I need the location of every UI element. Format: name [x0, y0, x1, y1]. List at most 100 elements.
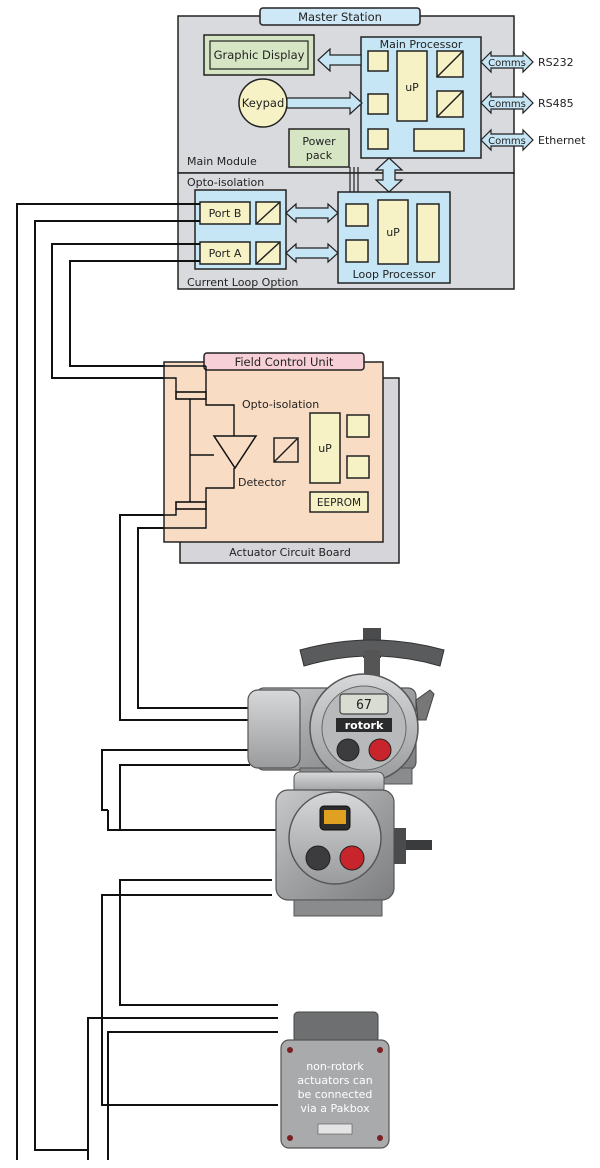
detector-label: Detector: [238, 476, 286, 489]
actuator-iq-2: [275, 771, 432, 917]
wire-fcu-act1-a: [119, 514, 256, 721]
wire-act1-act2-a: [101, 749, 250, 811]
fcu-chip-2: [346, 455, 370, 479]
coupler-top: [175, 391, 207, 400]
wire-act2-pak-a: [101, 894, 278, 1106]
fcu-title-box: [203, 352, 365, 371]
field-control-unit: Field Control Unit Opto-isolation Detect…: [163, 352, 400, 564]
pakbox-text-3: be connected: [298, 1088, 373, 1101]
port-ethernet-label: Ethernet: [538, 134, 586, 147]
eeprom-label: EEPROM: [317, 497, 361, 509]
pakbox-screw-bl: [287, 1135, 293, 1141]
fcu-isolator-slash: [273, 437, 299, 463]
lp-up-chip: [377, 199, 409, 265]
actuator1-selector-knob: [336, 738, 360, 762]
wire-port-a-outer: [51, 243, 200, 379]
master-station-title-box: [259, 7, 421, 26]
pakbox: non-rotork actuators can be connected vi…: [280, 1011, 390, 1149]
main-module-label: Main Module: [187, 155, 257, 168]
mp-up-chip: [396, 50, 428, 122]
actuator1-display-value: 67: [356, 698, 372, 713]
pakbox-text-1: non-rotork: [306, 1060, 364, 1073]
comms-arrow: [480, 128, 534, 152]
mp-up-label: uP: [405, 81, 419, 94]
comms-ethernet: Comms Ethernet: [480, 128, 586, 152]
master-station: Master Station Graphic Display Keypad Po…: [177, 7, 586, 290]
comms-label: Comms: [488, 136, 526, 147]
mp-isolator-2-slash: [436, 90, 464, 118]
actuator1-brand: rotork: [345, 719, 384, 732]
port-a-isolator-slash: [255, 241, 281, 265]
port-a: [199, 241, 251, 265]
arrow-from-keypad: [286, 90, 363, 116]
pakbox-text-2: actuators can: [297, 1074, 372, 1087]
fcu-internal-wires: [164, 365, 235, 529]
comms-label: Comms: [488, 99, 526, 110]
fcu-opto-label: Opto-isolation: [242, 398, 319, 411]
port-rs232-label: RS232: [538, 56, 574, 69]
wire-fcu-act1-b: [137, 527, 256, 709]
actuator1-motor: [247, 689, 301, 769]
cl-opto-label: Opto-isolation: [187, 176, 264, 189]
power-pack-line2: pack: [306, 149, 333, 162]
wire-act1-act2-e: [119, 764, 250, 830]
pakbox-body: [280, 1039, 390, 1149]
main-processor-label: Main Processor: [380, 38, 463, 51]
comms-arrow: [480, 50, 534, 74]
actuator1-brand-plate: [336, 718, 392, 732]
mp-chip-1: [367, 50, 389, 72]
actuator2-base: [293, 899, 383, 917]
lp-chip-1: [345, 203, 369, 227]
actuator2-lever: [406, 840, 432, 850]
mp-isolator-1-slash: [436, 50, 464, 78]
keypad-label: Keypad: [242, 96, 285, 110]
port-b-isolator-slash: [255, 201, 281, 225]
graphic-display-label: Graphic Display: [214, 48, 305, 62]
power-pack: [288, 128, 350, 168]
fcu-up-label: uP: [318, 442, 332, 455]
loop-wiring: [16, 203, 278, 1160]
wire-pak-return-b: [107, 1031, 278, 1160]
actuator2-display-screen: [324, 810, 346, 824]
lp-chip-2: [345, 239, 369, 263]
port-a-label: Port A: [209, 247, 242, 260]
actuator-board-label: Actuator Circuit Board: [229, 546, 351, 559]
actuator1-display: [339, 693, 389, 715]
actuator1-control-knob: [368, 738, 392, 762]
pakbox-screw-tr: [377, 1047, 383, 1053]
port-b-label: Port B: [209, 207, 242, 220]
port-b: [199, 201, 251, 225]
detector-symbol: [212, 435, 258, 470]
mp-wide-chip: [413, 128, 465, 152]
eeprom-chip: [309, 491, 369, 513]
wire-port-b-outer: [16, 203, 200, 1160]
arrow-to-display: [317, 47, 362, 73]
coupler-bottom: [175, 501, 207, 510]
actuator1-lever: [415, 689, 435, 721]
fcu-up-chip: [309, 412, 341, 484]
current-loop-option-label: Current Loop Option: [187, 276, 298, 289]
mp-chip-3: [367, 128, 389, 150]
comms-arrow: [480, 91, 534, 115]
pakbox-text-4: via a Pakbox: [300, 1102, 370, 1115]
actuator2-selector-knob: [305, 845, 331, 871]
comms-rs232: Comms RS232: [480, 50, 574, 74]
power-pack-line1: Power: [302, 135, 336, 148]
wire-act2-pak-b: [119, 879, 278, 1006]
actuator2-control-knob: [339, 845, 365, 871]
mp-chip-2: [367, 93, 389, 115]
actuator-iq-1: 67 rotork: [247, 628, 445, 785]
fcu-chip-1: [346, 414, 370, 438]
fcu-title: Field Control Unit: [235, 355, 334, 369]
pakbox-screw-br: [377, 1135, 383, 1141]
wire-port-b-inner: [34, 220, 200, 1160]
actuator2-side-boss: [394, 828, 406, 864]
handwheel-spoke: [364, 650, 380, 680]
lp-up-label: uP: [386, 226, 400, 239]
graphic-display-inner: [209, 40, 309, 70]
wire-port-a-inner: [69, 260, 200, 367]
pakbox-label-plate: [317, 1123, 353, 1135]
port-rs485-label: RS485: [538, 97, 574, 110]
wire-act1-act2-c: [107, 810, 276, 831]
